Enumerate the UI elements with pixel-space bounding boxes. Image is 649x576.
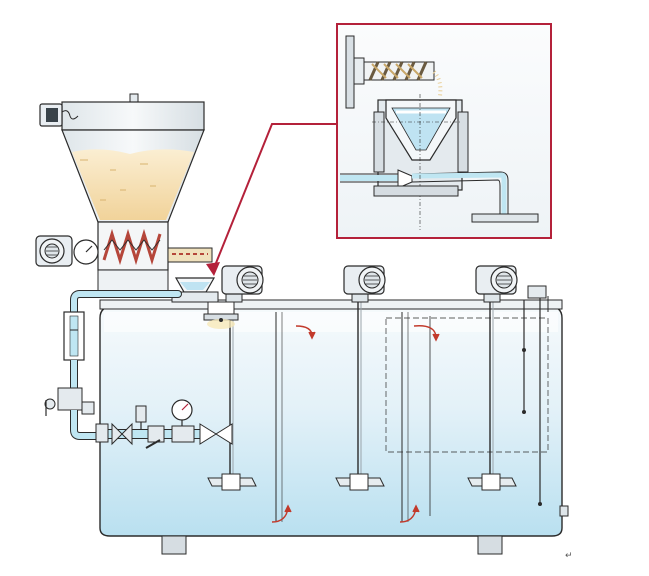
inset-screw-feeder (363, 61, 435, 81)
detail-leader-line (213, 123, 337, 269)
powder-disperser (171, 277, 239, 329)
butterfly-valve (199, 423, 217, 445)
tank-lid (99, 299, 563, 310)
disperser-detail-inset (336, 23, 552, 239)
footnote-mark: ↵ (565, 551, 573, 561)
pressure-gauge (171, 399, 193, 430)
agitator-3 (467, 300, 517, 491)
recirculation-piping (44, 290, 233, 449)
agitator-motor-1 (221, 265, 264, 303)
mixing-tank (99, 285, 569, 555)
powder-hopper (35, 93, 213, 293)
inset-flange (345, 35, 355, 109)
flow-arrows (271, 325, 440, 523)
tank-inner-dashed (385, 317, 549, 453)
agitator-1 (207, 300, 257, 491)
agitator-motor-3 (475, 265, 518, 303)
tank-foot-left (161, 535, 187, 555)
tank-foot-right (477, 535, 503, 555)
agitator-2 (335, 300, 385, 491)
hopper-powder (72, 149, 194, 220)
hopper-top (61, 101, 205, 131)
detail-leader-arrowhead (206, 262, 220, 276)
agitator-motor-2 (343, 265, 386, 303)
hopper-drive-motor (35, 235, 73, 267)
